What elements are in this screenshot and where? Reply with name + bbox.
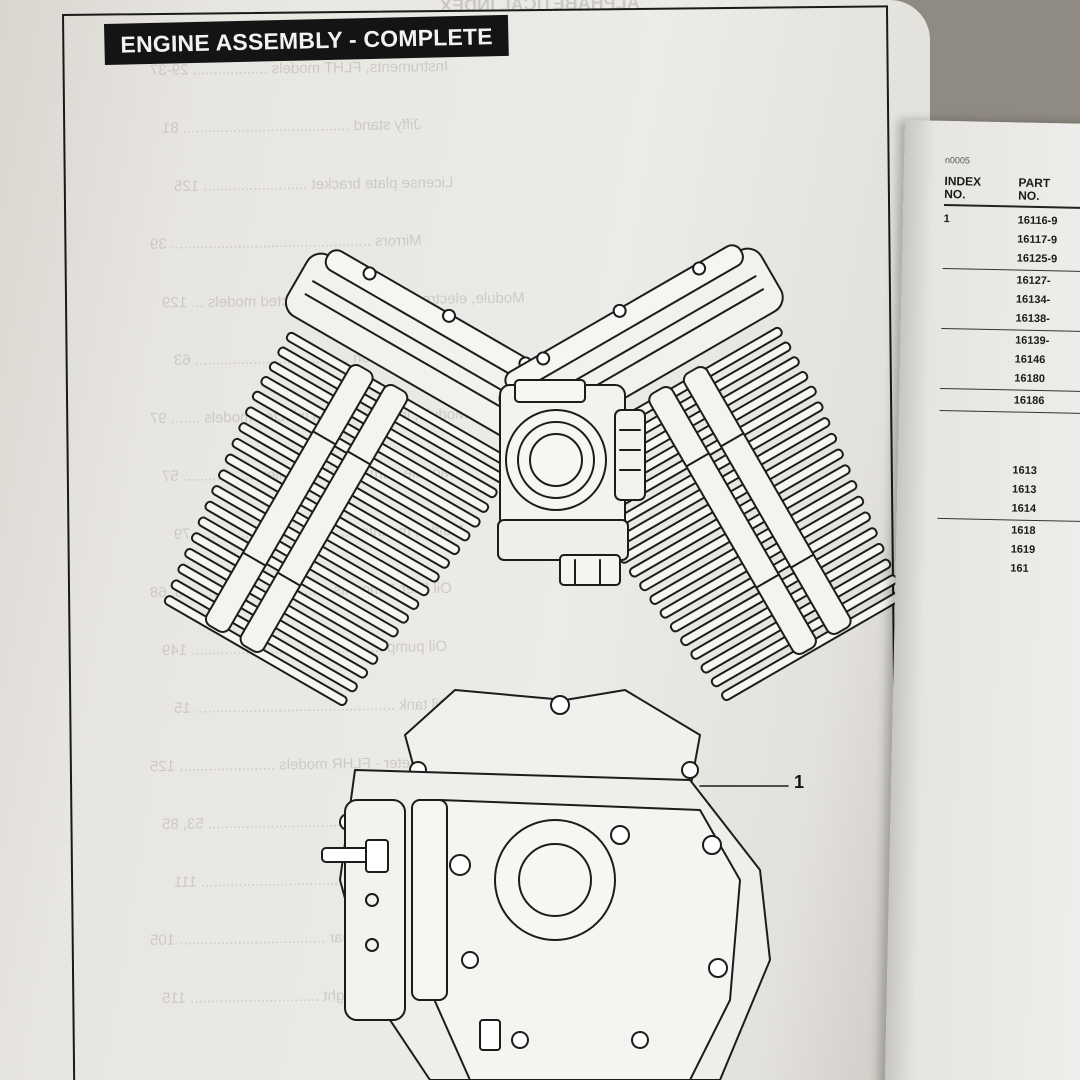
- index-no-cell: [943, 229, 1017, 250]
- part-no-cell: 16186: [1013, 394, 1045, 408]
- part-no-cell: 16138-: [1015, 312, 1050, 326]
- part-no-cell: 16116-9: [1017, 214, 1058, 228]
- index-no-cell: [940, 390, 1014, 411]
- part-no-cell: 16180: [1014, 372, 1046, 386]
- index-no-cell: [937, 520, 1011, 541]
- index-no-cell: [942, 270, 1016, 291]
- index-no-cell: [936, 558, 1010, 579]
- part-no-cell: 16139-: [1015, 334, 1050, 348]
- table-row: 16125-9: [943, 248, 1080, 271]
- callout-label: 1: [794, 772, 805, 792]
- carburetor: [497, 379, 646, 586]
- index-no-cell: [938, 460, 1012, 481]
- index-no-cell: [937, 539, 1011, 560]
- index-no-cell: [940, 368, 1014, 389]
- table-row: 161: [936, 558, 1080, 581]
- part-no-cell: 16146: [1014, 353, 1046, 367]
- front-cylinder: [163, 249, 571, 706]
- part-no-cell: 1619: [1010, 543, 1036, 556]
- index-no-cell: [941, 308, 1015, 329]
- index-no-header: INDEX NO.: [944, 173, 982, 202]
- table-code: n0005: [944, 155, 971, 166]
- index-no-cell: [943, 248, 1017, 269]
- table-body: 1 16116-9 16117-9 16125-9 16127- 16134- 16138-…: [936, 210, 1080, 581]
- part-no-cell: 161: [1010, 562, 1029, 575]
- index-no-cell: [941, 330, 1015, 351]
- table-row: 16186: [940, 390, 1080, 413]
- part-no-cell: 1613: [1011, 483, 1037, 496]
- row-gap: [939, 412, 1080, 464]
- cylinder-base: [404, 689, 701, 791]
- left-manual-page: ALPHABETICAL INDEX Instruments, FLHT mod…: [0, 0, 930, 1080]
- table-row: 1614: [937, 498, 1080, 521]
- part-no-cell: 16125-9: [1016, 252, 1058, 266]
- index-no-cell: [942, 289, 1016, 310]
- parts-table: n0005 INDEX NO. PART NO. 1 16116-9 16117-9…: [936, 155, 1080, 581]
- index-no-cell: [937, 498, 1011, 519]
- index-no-cell: [938, 479, 1012, 500]
- part-no-cell: 1613: [1012, 464, 1038, 477]
- part-no-header: PART NO.: [1018, 175, 1051, 203]
- table-row: 16138-: [941, 308, 1080, 331]
- index-no-cell: 1: [943, 212, 950, 226]
- table-header: INDEX NO. PART NO.: [943, 173, 1080, 210]
- part-no-cell: 16134-: [1015, 293, 1051, 307]
- table-row: 16180: [940, 368, 1080, 391]
- part-no-cell: 16117-9: [1017, 233, 1058, 247]
- part-no-cell: 1614: [1011, 502, 1037, 515]
- crankcase: [321, 769, 771, 1080]
- part-no-cell: 1618: [1011, 524, 1036, 537]
- part-no-cell: 16127-: [1016, 274, 1051, 288]
- engine-exploded-diagram: [163, 244, 905, 1080]
- index-no-cell: [941, 349, 1015, 370]
